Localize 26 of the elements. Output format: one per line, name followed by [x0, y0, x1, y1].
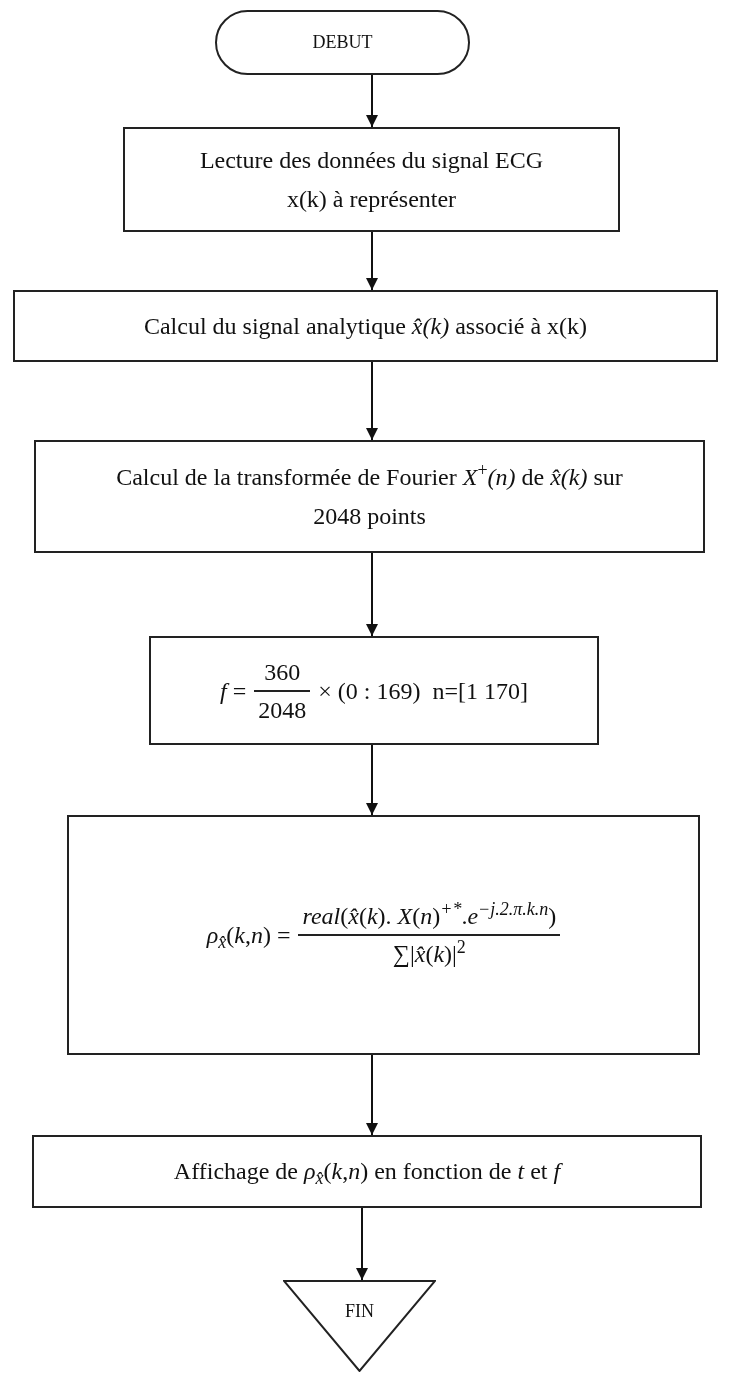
- formula-text: f =: [220, 676, 247, 706]
- node-text: DEBUT: [312, 31, 373, 54]
- formula-box: [149, 636, 599, 745]
- arrow: [366, 552, 378, 637]
- numerator-text: real(x̂(k). X(n)$^{+*}$.e$^{−j.2.π.k.n}$): [301, 898, 558, 931]
- process-box: [34, 440, 705, 553]
- arrow: [366, 744, 378, 816]
- denominator-text: ∑|x̂(k)|$^{2}$: [391, 936, 467, 969]
- process-box: [13, 290, 718, 362]
- node-text: Affichage de ρ$_{x̂}$(k,n) en fonction de t et f: [173, 1157, 561, 1190]
- arrow: [356, 1207, 368, 1281]
- numerator-text: 360: [263, 657, 302, 687]
- process-box: [123, 127, 620, 232]
- arrow: [366, 231, 378, 291]
- denominator-text: 2048: [257, 695, 308, 725]
- arrow: [366, 361, 378, 441]
- node-text: Calcul de la transformée de Fourier X$^{+}$(n) de x̂(k) sur 2048 points: [115, 459, 624, 531]
- formula-text: ρ$_{x̂}$(k,n) =: [206, 921, 291, 953]
- formula-text: × (0 : 169) n=[1 170]: [318, 676, 528, 706]
- process-box: [32, 1135, 702, 1208]
- node-text: Lecture des données du signal ECG x(k) à représenter: [198, 146, 545, 214]
- arrow: [366, 74, 378, 128]
- node-text: Calcul du signal analytique x̂(k) associé à x(k): [143, 311, 588, 341]
- arrow: [366, 1054, 378, 1136]
- node-text: FIN: [345, 1300, 374, 1323]
- formula-box: [67, 815, 700, 1055]
